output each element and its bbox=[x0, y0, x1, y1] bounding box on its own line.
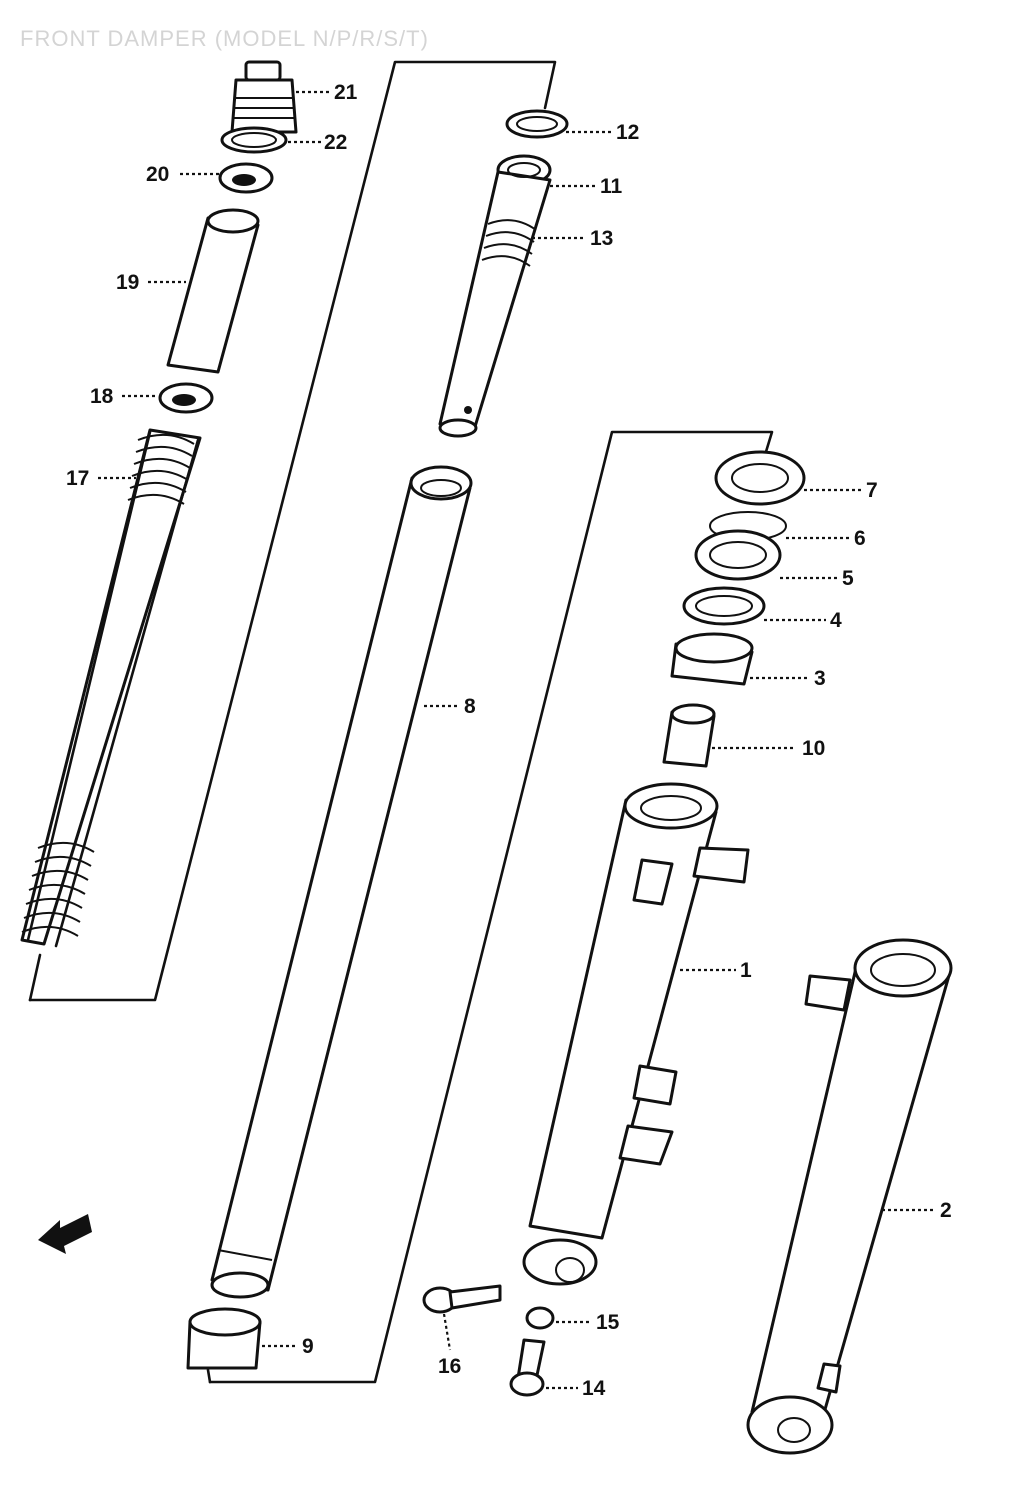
cap-bolt-part bbox=[230, 60, 298, 134]
part-label-22: 22 bbox=[324, 131, 347, 154]
part-label-5: 5 bbox=[842, 567, 854, 590]
outer-tube-right-part bbox=[746, 938, 953, 1455]
part-label-16: 16 bbox=[438, 1355, 461, 1378]
spacer-tube-part bbox=[166, 208, 260, 374]
frame-tick bbox=[28, 953, 42, 1002]
front-direction-arrow-icon bbox=[38, 1214, 92, 1254]
guide-bushing-part bbox=[186, 1307, 262, 1370]
part-label-6: 6 bbox=[854, 527, 866, 550]
part-label-8: 8 bbox=[464, 695, 476, 718]
left-assembly-frame bbox=[28, 60, 557, 1002]
part-label-20: 20 bbox=[146, 163, 169, 186]
rebound-spring-part bbox=[481, 219, 537, 267]
inner-tube-part bbox=[210, 465, 473, 1299]
o-ring-part bbox=[220, 126, 288, 154]
part-label-3: 3 bbox=[814, 667, 826, 690]
outer-tube-left-part bbox=[522, 782, 750, 1286]
leader-lines bbox=[98, 90, 936, 1390]
diagram-title: FRONT DAMPER (MODEL N/P/R/S/T) bbox=[20, 26, 429, 51]
oil-seal-part bbox=[694, 529, 782, 581]
part-label-10: 10 bbox=[802, 737, 825, 760]
axle-bolt-part bbox=[422, 1284, 502, 1314]
part-label-18: 18 bbox=[90, 385, 114, 408]
part-label-1: 1 bbox=[740, 959, 752, 982]
part-label-11: 11 bbox=[600, 175, 623, 198]
part-label-4: 4 bbox=[830, 609, 842, 632]
part-label-12: 12 bbox=[616, 121, 639, 144]
part-label-7: 7 bbox=[866, 479, 878, 502]
part-label-15: 15 bbox=[596, 1311, 620, 1334]
part-label-13: 13 bbox=[590, 227, 613, 250]
gasket-part bbox=[525, 1306, 555, 1330]
retainer-part bbox=[682, 586, 766, 626]
part-label-14: 14 bbox=[582, 1377, 606, 1400]
oil-lock-piece-part bbox=[662, 703, 716, 768]
guide-metal-part bbox=[670, 632, 754, 686]
dust-seal-part bbox=[714, 450, 806, 506]
part-label-2: 2 bbox=[940, 1199, 952, 1222]
part-label-19: 19 bbox=[116, 271, 139, 294]
damper-rod-part bbox=[438, 154, 552, 438]
part-label-9: 9 bbox=[302, 1335, 314, 1358]
allen-bolt-part bbox=[509, 1338, 546, 1397]
fork-spring-part bbox=[20, 428, 202, 948]
part-number-labels: 21 22 20 19 18 17 12 11 13 7 6 5 4 3 10 … bbox=[66, 81, 952, 1400]
center-assembly-frame bbox=[206, 430, 774, 1384]
part-label-21: 21 bbox=[334, 81, 358, 104]
piston-ring-part bbox=[505, 109, 569, 139]
part-label-17: 17 bbox=[66, 467, 89, 490]
